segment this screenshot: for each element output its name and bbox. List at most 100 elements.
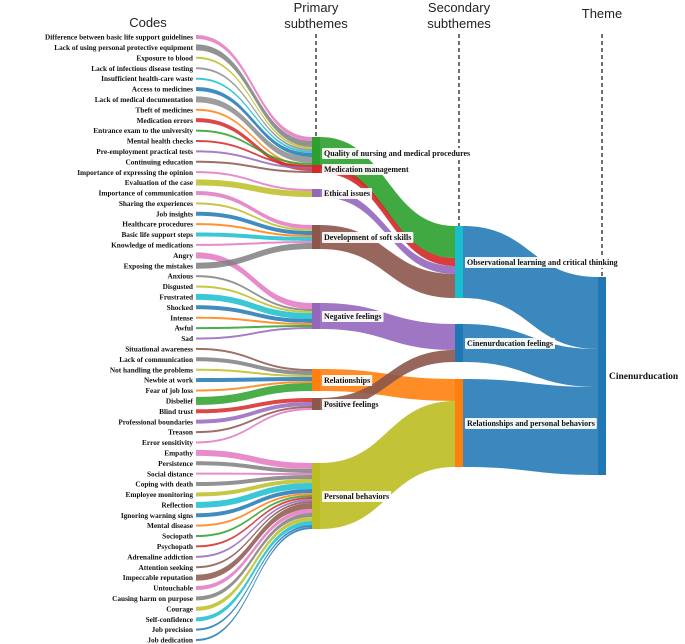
flow-lack-of-infectious-disease-testing [196,67,312,151]
flow-awful [196,325,312,330]
flow-self-confidence [196,521,312,622]
flow-medication-management [320,165,455,266]
secondary-label-cinenurducation-feelings-text: Cinenurducation feelings [467,339,553,348]
flow-courage [196,517,312,611]
code-label: Lack of communication [119,355,193,364]
flow-observational-learning-and-critical-thinking [463,226,598,349]
node-labels: Quality of nursing and medical procedure… [322,148,681,502]
flow-employee-monitoring [196,479,312,497]
code-label: Evaluation of the case [125,178,194,187]
primary-flows [320,137,455,529]
code-label: Reflection [161,500,193,509]
code-label: Blind trust [159,407,193,416]
code-label: Error sensitivity [142,438,193,447]
column-headers: Codes Primary subthemes Secondary subthe… [129,0,622,31]
flow-untouchable [196,509,312,591]
flow-blind-trust [196,398,312,414]
flow-lack-of-medical-documentation [196,96,312,163]
header-primary-line2: subthemes [284,16,348,31]
node-ethical-issues [312,189,320,197]
flow-shocked [196,305,312,323]
code-label: Situational awareness [125,344,193,353]
primary-label-negative-feelings: Negative feelings [322,311,384,322]
code-label: Fear of job loss [146,386,194,395]
flow-coping-with-death [196,475,312,487]
flow-attention-seeking [196,501,312,569]
flow-sociopath [196,495,312,538]
code-label: Sad [181,334,193,343]
code-label: Shocked [167,303,193,312]
code-label: Pre-employment practical tests [96,147,193,156]
code-label: Difference between basic life support gu… [45,33,193,42]
flow-difference-between-basic-life-support-guidelines [196,35,312,141]
secondary-label-relationships-and-personal-behaviors: Relationships and personal behaviors [465,418,597,429]
code-label: Social distance [147,469,194,478]
flow-personal-behaviors [320,401,455,529]
flow-importance-of-expressing-the-opinion [196,171,312,191]
code-label: Sharing the experiences [119,199,193,208]
code-label: Awful [174,324,193,333]
flow-anxious [196,275,312,311]
primary-label-positive-feelings-bg [322,399,381,410]
flow-sharing-the-experiences [196,202,312,231]
flow-impeccable-reputation [196,503,312,581]
code-label: Employee monitoring [126,490,194,499]
node-quality-of-nursing-and-medical-procedures [312,137,320,169]
primary-label-relationships-bg [322,375,373,386]
code-label: Coping with death [135,480,193,489]
code-labels: Difference between basic life support gu… [45,33,194,644]
secondary-label-cinenurducation-feelings-bg [465,338,556,349]
primary-label-relationships: Relationships [322,375,373,386]
code-label: Not handling the problems [110,365,193,374]
primary-label-ethical-issues-text: Ethical issues [324,189,370,198]
flow-persistence [196,461,312,473]
code-label: Treason [168,428,193,437]
node-negative-feelings [312,303,320,329]
code-label: Angry [173,251,193,260]
primary-label-development-of-soft-skills: Development of soft skills [322,232,414,243]
flow-insufficient-health-care-waste [196,77,312,153]
flow-error-sensitivity [196,408,312,444]
flow-empathy [196,449,312,469]
flow-situational-awareness [196,347,312,371]
theme-label-text: Cinenurducation [609,372,679,382]
secondary-label-relationships-and-personal-behaviors-text: Relationships and personal behaviors [467,419,595,428]
secondary-label-relationships-and-personal-behaviors-bg [465,418,597,429]
code-label: Causing harm on purpose [112,594,194,603]
secondary-label-observational-learning-and-critical-thinking-bg [465,257,620,268]
primary-label-personal-behaviors-text: Personal behaviors [324,492,389,501]
code-label: Continuing education [125,157,193,166]
primary-label-relationships-text: Relationships [324,376,370,385]
node-theme [598,277,606,475]
flow-disgusted [196,285,312,313]
code-label: Adrenaline addiction [127,552,193,561]
flow-healthcare-procedures [196,223,312,237]
node-positive-feelings [312,398,320,410]
primary-label-development-of-soft-skills-bg [322,232,414,243]
code-label: Theft of medicines [135,105,193,114]
code-label: Sociopath [162,532,193,541]
flow-newbie-at-work [196,377,312,383]
primary-label-negative-feelings-text: Negative feelings [324,312,382,321]
flow-angry [196,252,312,309]
code-label: Medication errors [137,116,194,125]
code-label: Exposure to blood [136,53,193,62]
code-label: Untouchable [153,584,193,593]
code-label: Lack of using personal protective equipm… [54,43,193,52]
primary-label-development-of-soft-skills-text: Development of soft skills [324,233,411,242]
code-label: Professional boundaries [118,417,193,426]
flow-medication-errors [196,118,312,171]
code-label: Knowledge of medications [111,241,193,250]
theme-label: Cinenurducation [607,371,681,383]
code-label: Newbie at work [144,376,194,385]
code-label: Impeccable reputation [123,573,193,582]
code-label: Job dedication [147,636,193,644]
flow-treason [196,406,312,434]
node-development-of-soft-skills [312,225,320,249]
primary-label-ethical-issues-bg [322,188,373,199]
flow-mental-health-checks [196,139,312,167]
code-label: Persistence [158,459,194,468]
flow-job-dedication [196,527,312,641]
code-label: Importance of expressing the opinion [77,168,193,177]
